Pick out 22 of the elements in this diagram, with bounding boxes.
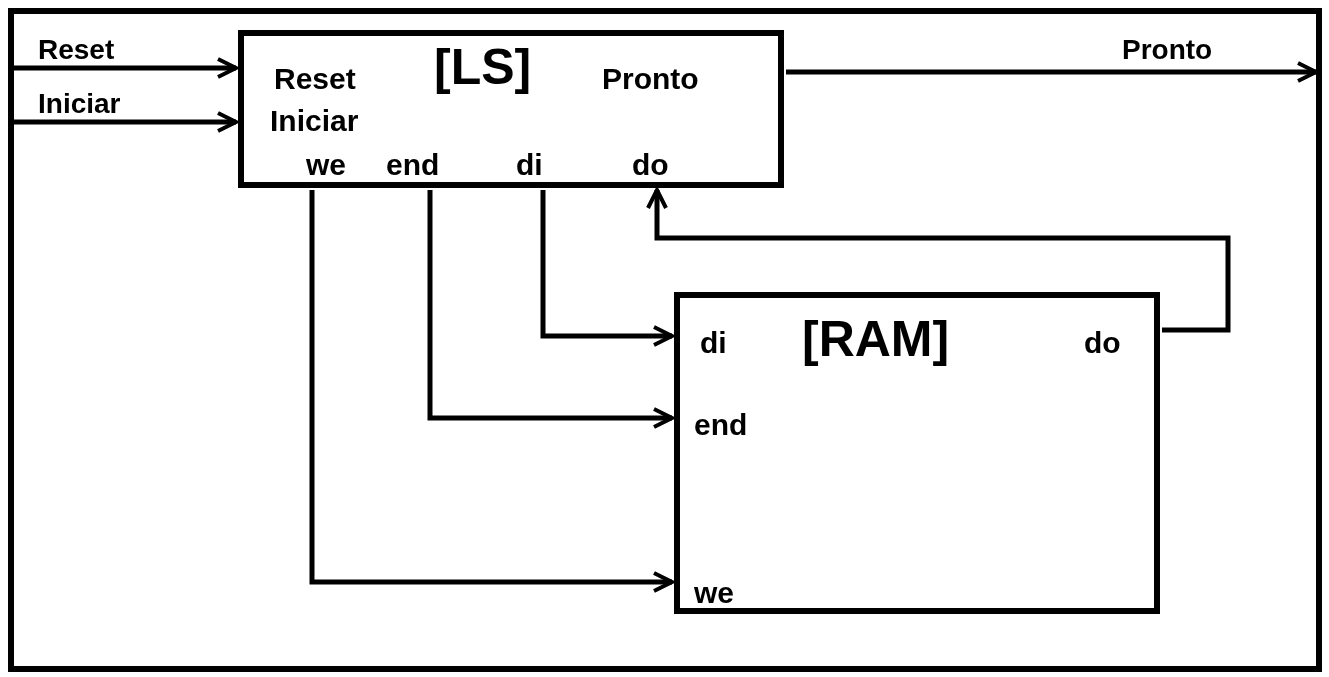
port-label: di: [700, 328, 727, 358]
port-label: end: [694, 410, 748, 440]
block-box: [674, 292, 1160, 614]
port-label: we: [694, 578, 735, 608]
port-label: di: [516, 150, 543, 180]
arrow: [786, 61, 1318, 83]
arrow: [646, 188, 1231, 333]
arrow: [427, 190, 674, 429]
port-label: Pronto: [602, 64, 699, 94]
port-label: end: [386, 150, 440, 180]
arrow: [14, 57, 238, 79]
port-label: Iniciar: [270, 106, 359, 136]
arrow: [14, 111, 238, 133]
port-label: Reset: [274, 64, 356, 94]
arrow: [309, 190, 674, 593]
port-label: we: [306, 150, 347, 180]
port-label: do: [1084, 328, 1121, 358]
port-label: do: [632, 150, 669, 180]
arrow: [540, 190, 674, 347]
block-title: [RAM]: [802, 314, 950, 364]
block-title: [LS]: [434, 42, 532, 92]
block-box: [238, 30, 784, 188]
